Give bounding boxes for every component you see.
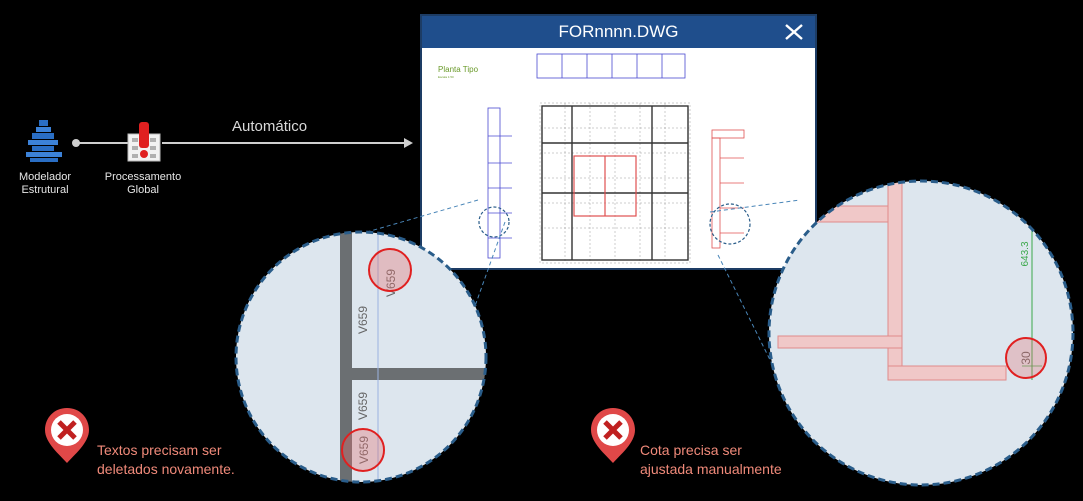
right-zoom-circle: 643.3 30	[767, 179, 1075, 487]
plan-grid	[539, 102, 691, 264]
structural-modeler-label: Modelador Estrutural	[19, 171, 71, 196]
dwg-title-bar: FORnnnn.DWG	[422, 16, 815, 48]
dwg-window: FORnnnn.DWG Planta Tipo Escala 1:50	[420, 14, 817, 270]
dimension-vertical: 643.3	[1020, 241, 1031, 266]
dwg-window-title: FORnnnn.DWG	[558, 22, 679, 41]
right-detail-marker	[709, 203, 751, 245]
left-elevation	[487, 107, 512, 259]
left-detail-marker	[478, 206, 510, 238]
beam-label-3: V659	[356, 392, 370, 420]
left-zoom-circle: V659 V659 V659 V659	[234, 230, 488, 484]
highlight-circle-bottom	[341, 428, 385, 472]
warning-text-left: Textos precisam ser deletados novamente.	[97, 442, 235, 477]
highlight-circle-top	[368, 248, 412, 292]
sheet-title: Planta Tipo	[438, 65, 479, 74]
sheet-subtitle: Escala 1:50	[438, 75, 454, 79]
close-icon[interactable]	[783, 16, 805, 48]
dimension-callout: 30	[1019, 351, 1033, 365]
error-marker-icon	[45, 408, 89, 463]
automatic-label: Automático	[232, 118, 308, 135]
warning-text-right: Cota precisa ser ajustada manualmente	[640, 442, 782, 477]
beam-label-4: V659	[357, 436, 371, 464]
plan-beams	[541, 105, 689, 261]
dimension-highlight-circle	[1005, 337, 1047, 379]
connector-line	[72, 139, 130, 147]
structural-modeler-icon	[26, 120, 62, 162]
top-elevation	[536, 53, 686, 79]
plan-core	[573, 155, 637, 217]
floor-plan-drawing: Planta Tipo Escala 1:50	[438, 53, 751, 264]
global-processing-label: Processamento Global	[104, 171, 182, 196]
beam-label-2: V659	[356, 306, 370, 334]
global-processing-icon	[127, 122, 161, 162]
error-marker-icon	[591, 408, 635, 463]
automatic-arrow	[162, 138, 413, 148]
